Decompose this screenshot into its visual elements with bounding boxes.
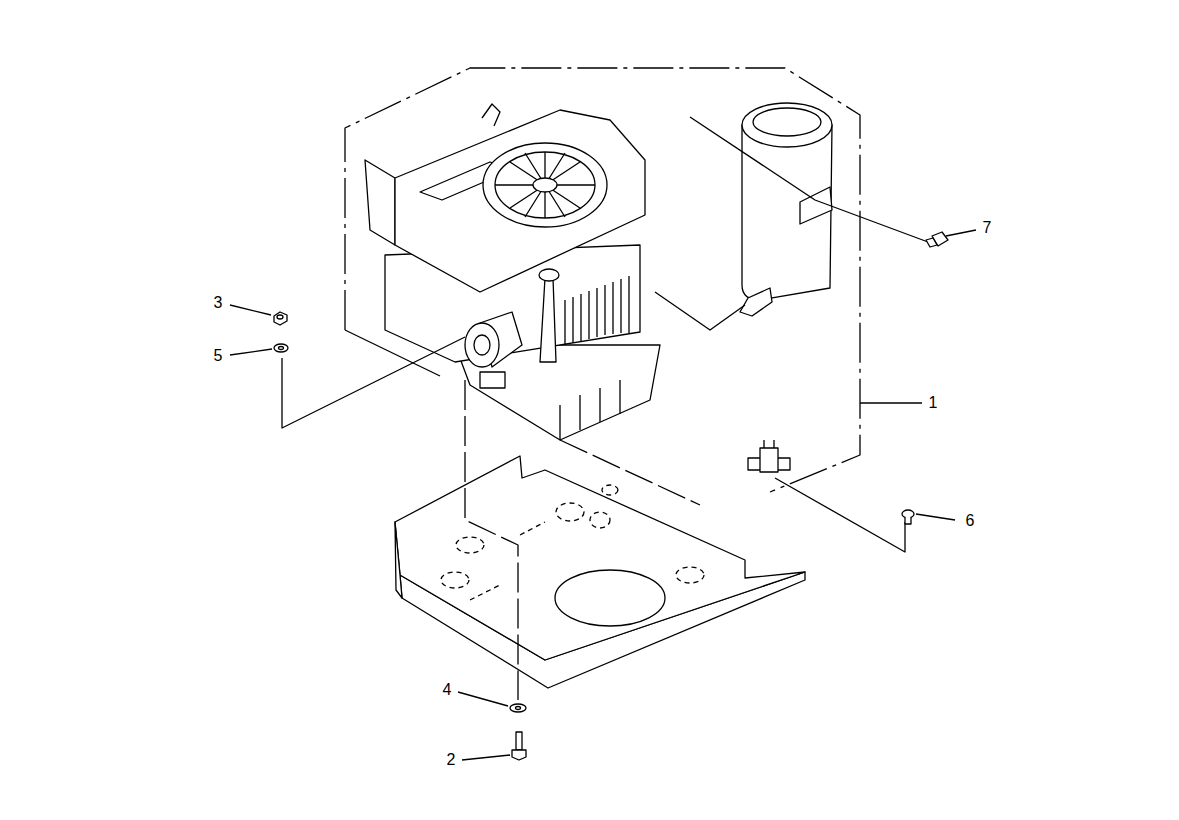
- leader-line: [775, 478, 905, 552]
- callout-number: 1: [927, 394, 940, 412]
- leader-line: [230, 305, 271, 315]
- solenoid: [748, 440, 790, 472]
- callout-number: 2: [445, 751, 458, 769]
- leader-line: [282, 337, 465, 428]
- washer: [274, 344, 288, 352]
- leader-line: [946, 230, 976, 236]
- leader-line: [462, 755, 510, 760]
- washer: [510, 704, 526, 712]
- engine: [365, 104, 660, 440]
- leader-line: [860, 402, 922, 403]
- leader-line: [655, 292, 745, 330]
- leader-line: [916, 514, 955, 520]
- mounting-line: [465, 380, 518, 700]
- engine-plate: [395, 456, 805, 688]
- bolt: [926, 232, 948, 247]
- assembly-bracket: [345, 68, 860, 492]
- screw: [902, 510, 914, 524]
- mounting-line: [560, 440, 700, 505]
- callout-number: 7: [981, 219, 994, 237]
- callout-number: 6: [964, 512, 977, 530]
- callout-number: 3: [212, 294, 225, 312]
- callout-number: 4: [441, 681, 454, 699]
- leader-line: [230, 349, 272, 355]
- leader-line: [690, 117, 928, 242]
- bolt: [512, 732, 526, 760]
- callout-number: 5: [212, 347, 225, 365]
- leader-line: [458, 692, 508, 706]
- muffler: [740, 103, 832, 316]
- nut: [274, 312, 287, 325]
